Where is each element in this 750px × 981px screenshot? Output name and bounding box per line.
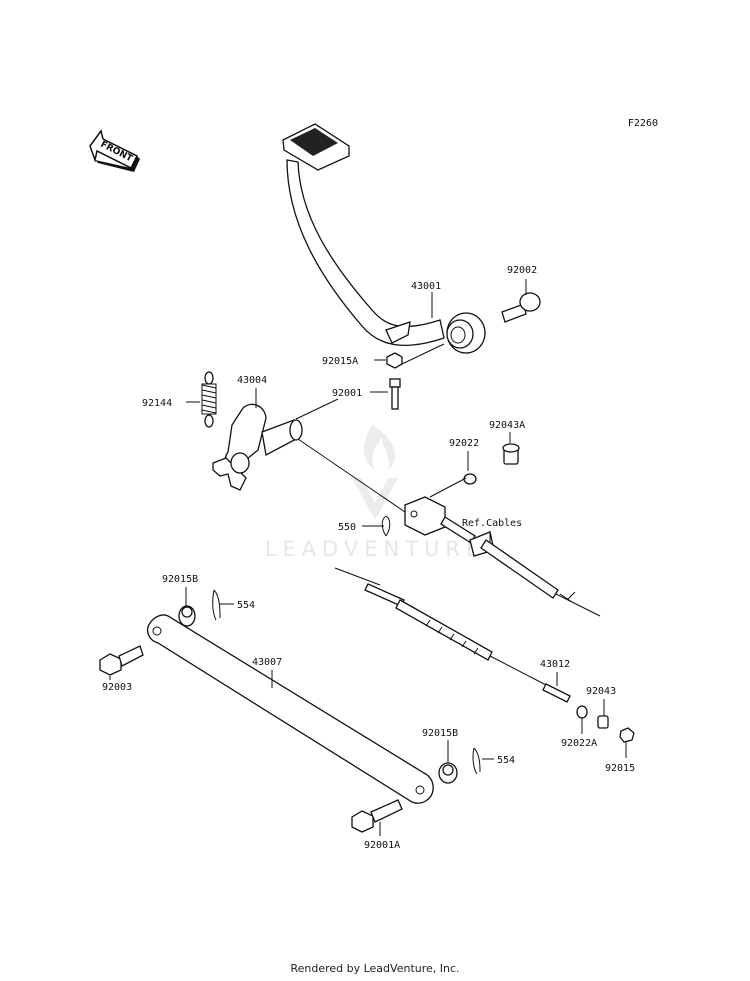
footer-credit: Rendered by LeadVenture, Inc.	[290, 962, 460, 975]
label-43007: 43007	[252, 657, 282, 668]
label-92022: 92022	[449, 438, 479, 449]
washer-92022	[463, 473, 477, 485]
label-43004: 43004	[237, 375, 267, 386]
label-554-top: 554	[237, 600, 255, 611]
nut-92015b-bottom	[438, 762, 458, 784]
nut-92015a	[386, 352, 403, 369]
label-92015b-bottom: 92015B	[422, 728, 458, 739]
pin-92043a	[502, 443, 520, 465]
upper-cable	[469, 531, 601, 617]
clip-554-top	[212, 589, 221, 621]
label-92043: 92043	[586, 686, 616, 697]
bolt-92001a	[351, 799, 403, 833]
bolt-92002	[501, 292, 541, 323]
label-43001: 43001	[411, 281, 441, 292]
spring-92144	[201, 371, 217, 428]
washer-92022a	[576, 705, 588, 719]
label-92015: 92015	[605, 763, 635, 774]
label-92043a: 92043A	[489, 420, 525, 431]
diagram-code: F2260	[628, 118, 658, 129]
bolt-92001	[389, 378, 401, 410]
brake-pedal	[282, 123, 486, 354]
pin-92043	[597, 715, 609, 729]
label-92015a: 92015A	[322, 356, 358, 367]
label-43012: 43012	[540, 659, 570, 670]
cotter-550	[381, 515, 391, 537]
rod-43007	[147, 614, 434, 804]
label-92144: 92144	[142, 398, 172, 409]
nut-92015	[619, 727, 635, 743]
front-arrow-icon: FRONT	[89, 129, 140, 172]
label-554-bottom: 554	[497, 755, 515, 766]
bolt-92003	[99, 645, 144, 676]
lower-cable	[334, 567, 549, 687]
label-550: 550	[338, 522, 356, 533]
label-92001a: 92001A	[364, 840, 400, 851]
label-92015b-top: 92015B	[162, 574, 198, 585]
watermark: LEADVENTURE	[265, 425, 486, 561]
clip-554-bottom	[472, 747, 481, 775]
adjuster-43012	[542, 683, 571, 703]
cable-clevis	[404, 496, 476, 544]
label-92002: 92002	[507, 265, 537, 276]
label-ref-cables: Ref.Cables	[462, 518, 522, 529]
label-92001: 92001	[332, 388, 362, 399]
label-92022a: 92022A	[561, 738, 597, 749]
leader-lines	[109, 279, 627, 836]
nut-92015b-top	[178, 605, 196, 627]
label-92003: 92003	[102, 682, 132, 693]
lever-43004	[212, 403, 303, 491]
watermark-text: LEADVENTURE	[265, 537, 486, 561]
